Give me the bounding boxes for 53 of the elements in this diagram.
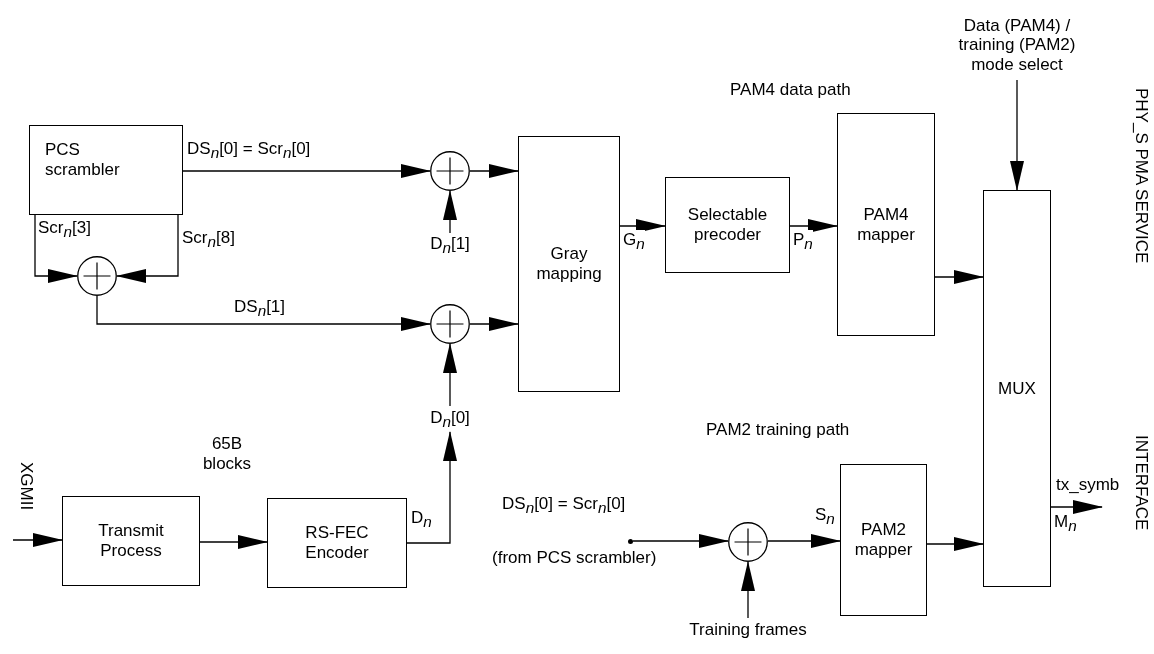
block-label: MUX [998,378,1036,399]
block-label: RS-FEC Encoder [304,523,370,563]
signal-label: D$_{n}$[1] [430,233,470,257]
junction-dot [628,539,633,544]
arrow [632,534,729,548]
arrow [469,317,519,331]
arrow [741,561,755,619]
arrow [1050,500,1103,514]
arrow [406,431,457,544]
arrow [1010,79,1024,191]
xor-symbol [728,522,768,562]
arrow [767,534,841,548]
signal-label: D$_{n}$[0] [430,407,470,431]
arrow [96,295,431,331]
process-block [665,177,790,273]
process-block [837,113,935,336]
process-block [62,496,200,586]
process-block [840,464,927,616]
xor-symbol [77,256,117,296]
block-label: PAM2 mapper [853,520,914,560]
arrow [34,214,78,283]
annotation-text: PAM4 data path [730,80,851,100]
arrow [116,214,179,283]
arrow [443,343,457,407]
interface-label: INTERFACE [1131,435,1151,531]
process-block [518,136,620,392]
arrow [934,270,984,284]
block-label: PCS scrambler [45,140,121,180]
signal-label: Training frames [689,620,807,640]
xor-symbol [430,304,470,344]
signal-label: Data (PAM4) / training (PAM2) mode select [957,15,1077,75]
annotation-text: M$_{n}$ [1054,512,1077,535]
arrow [789,219,838,233]
xor-symbol [430,151,470,191]
arrow [443,190,457,234]
arrow [469,164,519,178]
interface-label: PHY_S PMA SERVICE [1131,88,1151,264]
block-label: PAM4 mapper [856,204,916,245]
arrow [926,537,984,551]
block-label: Transmit Process [97,521,165,561]
process-block [983,190,1051,587]
block-label: Selectable precoder [686,205,769,245]
arrow [182,164,431,178]
arrow [199,535,268,549]
annotation-text: PAM2 training path [706,420,850,440]
interface-label: XGMII [16,462,36,511]
arrow [12,533,63,547]
signal-label: (from PCS scrambler) [492,548,657,568]
edge-label: tx_symb [1056,475,1120,495]
signal-label: DS$_{n}$[0] = Scr$_{n}$[0] [502,494,626,517]
process-block [29,125,183,215]
process-block [267,498,407,588]
block-label: Gray mapping [535,244,603,284]
